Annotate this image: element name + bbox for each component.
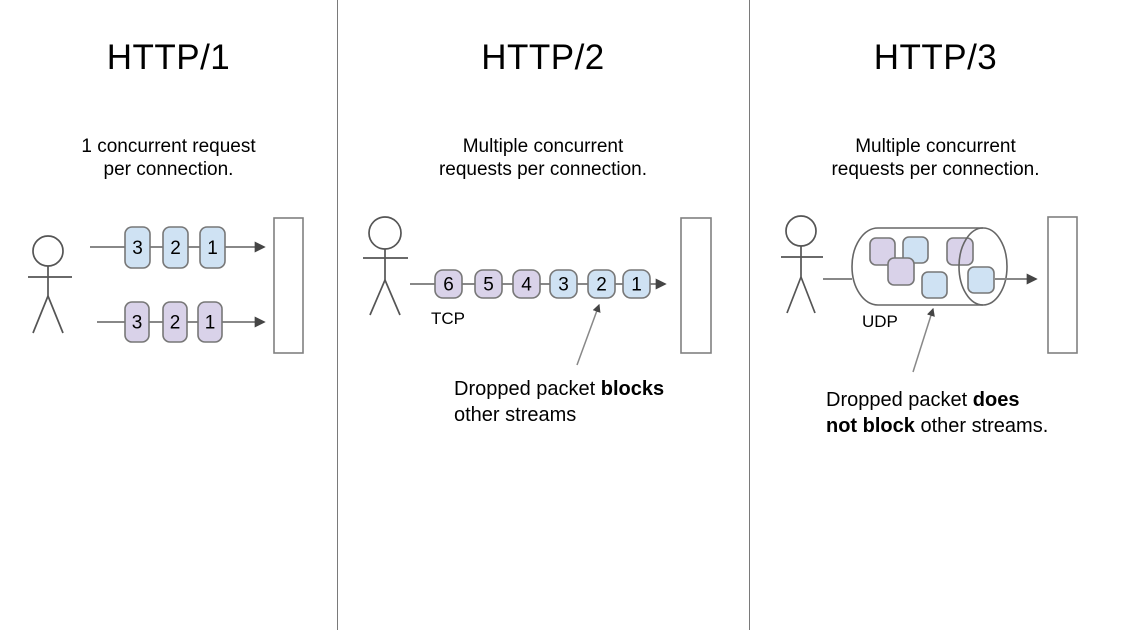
column-http3-header: HTTP/3 Multiple concurrent requests per …: [749, 0, 1122, 220]
packet-number: 1: [205, 313, 216, 334]
actor-figure: [781, 215, 823, 314]
packet-number: 3: [132, 313, 143, 334]
request-packet: [587, 269, 616, 299]
http3-packet: [902, 236, 929, 264]
http3-packet: [967, 266, 995, 294]
packet-number: 3: [132, 238, 143, 259]
http1-subtitle: 1 concurrent request per connection.: [0, 135, 337, 181]
annotation-segment: Dropped packet: [826, 389, 973, 411]
actor-head: [368, 216, 402, 250]
actor-head: [785, 215, 817, 247]
actor-leg-left: [786, 276, 802, 314]
annotation-segment: does: [972, 389, 1020, 411]
http1-title: HTTP/1: [106, 38, 231, 77]
actor-leg-right: [47, 295, 64, 334]
actor-figure: [363, 216, 408, 316]
http1-subtitle-line2: per connection.: [103, 159, 234, 180]
annotation-segment: other streams: [454, 404, 577, 426]
actor-leg-right: [800, 276, 816, 314]
udp-tube-mouth: [958, 227, 1008, 306]
actor-leg-left: [369, 279, 386, 316]
request-packet: [474, 269, 503, 299]
request-packet: [162, 301, 188, 343]
udp-tube-body: [851, 227, 983, 306]
packet-number: 2: [170, 313, 181, 334]
http1-subtitle-line1: 1 concurrent request: [81, 136, 256, 157]
request-packet: [124, 226, 151, 269]
request-packet: [622, 269, 651, 299]
http3-subtitle-line1: Multiple concurrent: [855, 136, 1016, 157]
http3-dropped-packet-arrow: [912, 307, 935, 373]
http2-subtitle-line1: Multiple concurrent: [462, 136, 624, 157]
http2-dropped-packet-arrow: [576, 303, 601, 366]
request-packet: [434, 269, 463, 299]
http3-packet: [887, 257, 915, 286]
http3-subtitle: Multiple concurrent requests per connect…: [749, 135, 1122, 181]
actor-figure: [28, 235, 72, 334]
http2-subtitle: Multiple concurrent requests per connect…: [337, 135, 749, 181]
packet-number: 6: [443, 275, 454, 296]
http3-subtitle-line2: requests per connection.: [831, 159, 1040, 180]
annotation-line: not block other streams.: [826, 413, 1048, 439]
packet-number: 1: [207, 238, 218, 259]
column-http1-header: HTTP/1 1 concurrent request per connecti…: [0, 0, 337, 220]
actor-leg-left: [32, 295, 49, 334]
request-packet: [549, 269, 578, 299]
udp-label: UDP: [862, 312, 898, 331]
annotation-line: other streams: [454, 402, 664, 428]
http1-server-box: [273, 217, 304, 354]
http3-packet: [869, 237, 896, 266]
packet-number: 2: [596, 275, 607, 296]
actor-leg-right: [384, 279, 401, 316]
packet-number: 2: [170, 238, 181, 259]
request-packet: [162, 226, 189, 269]
annotation-segment: blocks: [600, 378, 665, 400]
request-packet: [512, 269, 541, 299]
tcp-label: TCP: [431, 309, 465, 328]
http3-server-box: [1047, 216, 1078, 354]
request-packet: [199, 226, 226, 269]
http3-packet: [921, 271, 948, 299]
column-http2-header: HTTP/2 Multiple concurrent requests per …: [337, 0, 749, 220]
annotation-segment: other streams.: [914, 415, 1049, 437]
actor-head: [32, 235, 64, 267]
packet-number: 5: [483, 275, 494, 296]
request-packet: [197, 301, 223, 343]
packet-number: 4: [521, 275, 532, 296]
column-divider-2: [749, 0, 750, 630]
column-divider-1: [337, 0, 338, 630]
http2-server-box: [680, 217, 712, 354]
packet-number: 1: [631, 275, 642, 296]
http3-title: HTTP/3: [873, 38, 998, 77]
packet-number: 3: [558, 275, 569, 296]
annotation-line: Dropped packet does: [826, 387, 1048, 413]
annotation-segment: Dropped packet: [454, 378, 601, 400]
annotation-line: Dropped packet blocks: [454, 376, 664, 402]
http2-subtitle-line2: requests per connection.: [438, 159, 648, 180]
request-packet: [124, 301, 150, 343]
http2-title: HTTP/2: [481, 38, 605, 77]
annotation-segment: not block: [826, 415, 915, 437]
